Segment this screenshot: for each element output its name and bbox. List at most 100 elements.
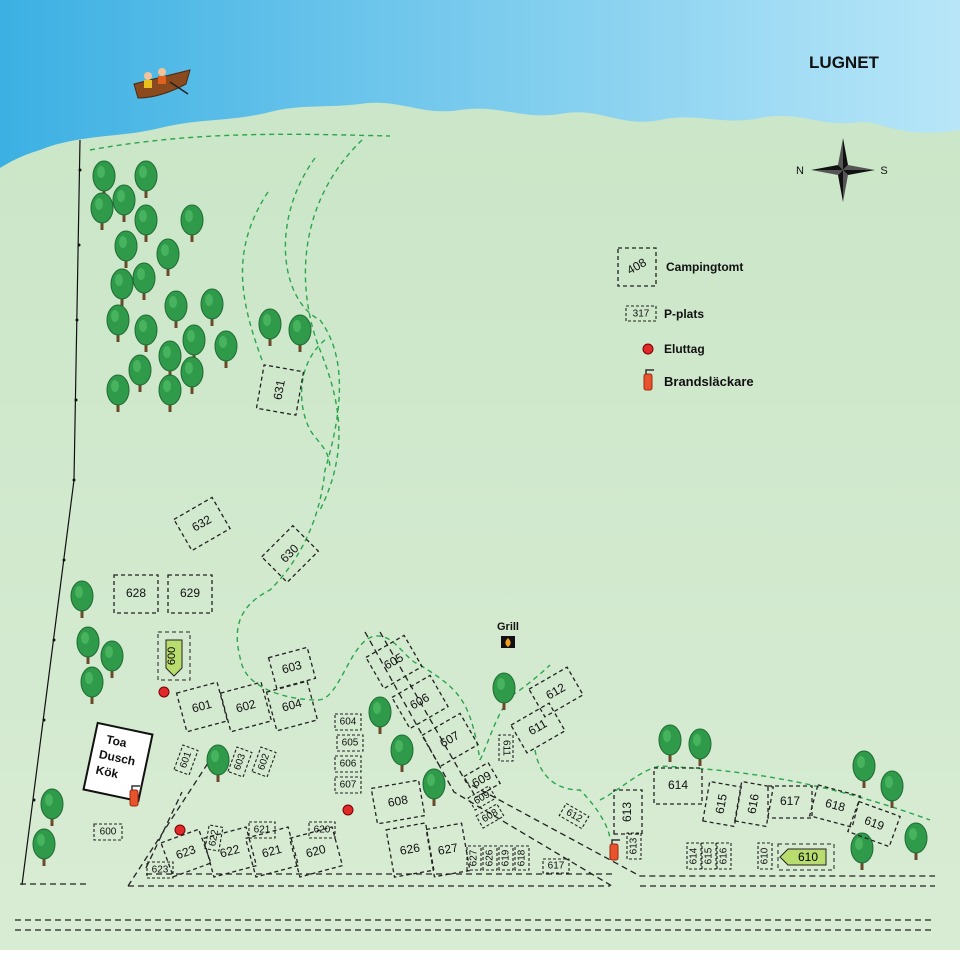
svg-text:610: 610 — [798, 850, 818, 864]
svg-text:622: 622 — [218, 842, 241, 861]
legend-extinguisher-label: Brandsläckare — [664, 374, 754, 389]
parking-605[interactable]: 605 — [336, 734, 364, 752]
parking-617[interactable]: 617 — [542, 858, 570, 874]
compass-label-n: N — [796, 165, 804, 177]
svg-text:626: 626 — [399, 840, 421, 857]
extinguisher-icon[interactable] — [129, 785, 140, 807]
plot-613[interactable]: 613 — [613, 789, 643, 835]
svg-text:626: 626 — [485, 849, 496, 866]
svg-text:608: 608 — [387, 792, 409, 809]
map-legend: 408 Campingtomt 317 P-plats Eluttag Bran… — [617, 247, 754, 391]
legend-outlet-icon — [642, 343, 654, 355]
svg-text:615: 615 — [713, 792, 730, 814]
svg-text:604: 604 — [280, 696, 303, 715]
svg-text:607: 607 — [340, 780, 357, 791]
extinguisher-icon[interactable] — [609, 839, 620, 861]
svg-text:622: 622 — [207, 828, 221, 847]
parking-606[interactable]: 606 — [334, 755, 362, 773]
svg-text:621: 621 — [254, 825, 271, 836]
parking-611[interactable]: 611 — [498, 734, 514, 762]
outlet-icon[interactable] — [174, 824, 186, 836]
parking-616[interactable]: 616 — [716, 842, 732, 870]
sign-610: 610 — [777, 843, 835, 871]
gravel-roads — [15, 631, 935, 931]
svg-text:628: 628 — [126, 586, 146, 600]
svg-text:613: 613 — [620, 802, 634, 822]
plot-621[interactable]: 621 — [244, 826, 300, 878]
plot-628[interactable]: 628 — [113, 574, 159, 614]
plot-623[interactable]: 623 — [160, 828, 212, 878]
svg-text:616: 616 — [745, 792, 762, 814]
fence-posts — [32, 168, 82, 802]
parking-609[interactable]: 609 — [467, 785, 497, 811]
svg-text:617: 617 — [548, 861, 565, 872]
plot-614[interactable]: 614 — [653, 767, 703, 805]
plot-619[interactable]: 619 — [847, 800, 901, 848]
svg-text:601: 601 — [190, 697, 213, 716]
svg-text:623: 623 — [174, 842, 198, 862]
outlet-icon[interactable] — [158, 686, 170, 698]
plot-620[interactable]: 620 — [288, 826, 344, 878]
grill-label: Grill — [497, 621, 519, 633]
outlets — [158, 686, 354, 836]
parking-615[interactable]: 615 — [701, 842, 717, 870]
parking-627[interactable]: 627 — [466, 845, 482, 871]
plot-631[interactable]: 631 — [255, 364, 305, 416]
parking-607[interactable]: 607 — [334, 776, 362, 794]
svg-text:623: 623 — [152, 865, 169, 876]
parking-626[interactable]: 626 — [482, 845, 498, 871]
plot-629[interactable]: 629 — [167, 574, 213, 614]
svg-text:606: 606 — [340, 759, 357, 770]
parking-620[interactable]: 620 — [308, 821, 336, 839]
svg-text:614: 614 — [689, 847, 700, 864]
walking-paths — [89, 133, 931, 841]
parking-618[interactable]: 618 — [514, 845, 530, 871]
svg-text:627: 627 — [469, 849, 480, 866]
parking-619[interactable]: 619 — [498, 845, 514, 871]
plot-608[interactable]: 608 — [370, 779, 426, 825]
plot-617[interactable]: 617 — [767, 785, 813, 819]
svg-text:620: 620 — [304, 842, 327, 861]
legend-parking-label: P-plats — [664, 307, 704, 321]
svg-text:627: 627 — [437, 840, 459, 857]
svg-text:616: 616 — [719, 847, 730, 864]
parking-600[interactable]: 600 — [93, 823, 123, 841]
parking-621[interactable]: 621 — [248, 821, 276, 839]
parking-623[interactable]: 623 — [146, 861, 174, 879]
svg-text:617: 617 — [780, 794, 800, 808]
parking-spots: 604 605 606 607 601 603 602 600 622 621 … — [93, 713, 773, 879]
parking-614[interactable]: 614 — [686, 842, 702, 870]
svg-text:603: 603 — [280, 658, 303, 677]
parking-613[interactable]: 613 — [626, 832, 642, 860]
svg-text:614: 614 — [668, 778, 688, 792]
svg-text:600: 600 — [100, 827, 117, 838]
svg-text:619: 619 — [501, 849, 512, 866]
outlet-icon[interactable] — [342, 804, 354, 816]
compass-label-s: S — [880, 165, 887, 177]
lake-water — [0, 0, 960, 168]
svg-text:600: 600 — [166, 647, 178, 665]
facility-label-toilet: Toa — [105, 732, 128, 750]
facility-building[interactable]: Toa Dusch Kök — [82, 721, 154, 803]
svg-text:605: 605 — [342, 738, 359, 749]
svg-text:615: 615 — [704, 847, 715, 864]
svg-text:618: 618 — [517, 849, 528, 866]
svg-text:613: 613 — [629, 837, 640, 854]
parking-610[interactable]: 610 — [757, 842, 773, 870]
svg-text:317: 317 — [633, 309, 650, 320]
parking-604[interactable]: 604 — [334, 713, 362, 731]
svg-text:620: 620 — [314, 825, 331, 836]
svg-text:621: 621 — [260, 842, 283, 861]
plot-622[interactable]: 622 — [202, 826, 258, 878]
lake-name: LUGNET — [809, 53, 880, 72]
svg-text:604: 604 — [340, 717, 357, 728]
legend-outlet-label: Eluttag — [664, 342, 705, 356]
facility-label-kitchen: Kök — [94, 763, 119, 781]
compass-rose-icon — [811, 138, 875, 202]
parking-608[interactable]: 608 — [475, 803, 505, 829]
svg-text:629: 629 — [180, 586, 200, 600]
legend-plot-label: Campingtomt — [666, 260, 743, 274]
svg-text:602: 602 — [234, 697, 257, 716]
grill-icon[interactable] — [501, 636, 515, 648]
svg-text:631: 631 — [271, 378, 288, 400]
